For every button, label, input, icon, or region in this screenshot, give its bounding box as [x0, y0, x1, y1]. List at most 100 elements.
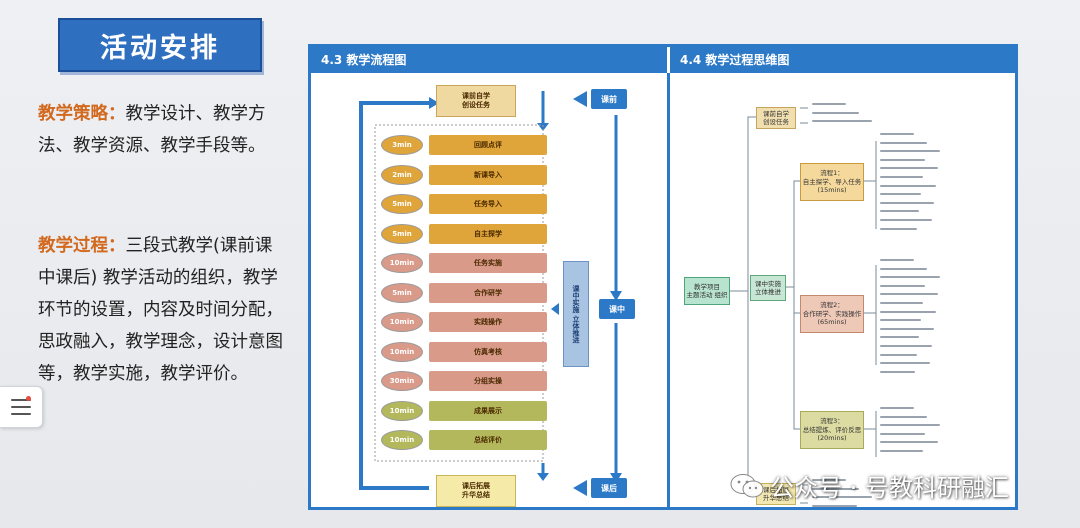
step-label: 新课导入	[429, 164, 547, 185]
mindmap-leaf	[880, 302, 923, 304]
mindmap-leaf	[880, 227, 917, 230]
step-time-badge: 5min	[381, 282, 423, 303]
teaching-strategy-block: 教学策略：教学设计、教学方法、教学资源、教学手段等。	[38, 98, 288, 162]
mindmap-leaf	[880, 450, 923, 452]
mindmap-leaf	[880, 310, 936, 313]
mindmap-leaf	[880, 176, 923, 178]
step-time-badge: 10min	[381, 312, 423, 332]
step-time-badge: 5min	[381, 194, 423, 214]
mindmap-leaf	[812, 120, 872, 123]
mindmap-leaf	[812, 479, 846, 481]
mindmap-leaf	[880, 336, 919, 339]
mindmap-leaf	[880, 319, 921, 322]
mindmap-leaf	[880, 267, 927, 270]
mindmap-leaf	[880, 432, 925, 435]
step-label: 总结评价	[429, 430, 547, 450]
mindmap-leaf	[880, 370, 915, 373]
step-label: 回顾点评	[429, 135, 547, 155]
mindmap-leaf	[880, 345, 932, 347]
mindmap-leaf	[880, 353, 917, 356]
mindmap-leaf	[812, 103, 846, 105]
mindmap-hub-node: 课中实施 立体推进	[750, 275, 786, 301]
step-time-badge: 10min	[381, 341, 423, 362]
mindmap-leaf	[880, 284, 925, 287]
watermark-text: 公众号 · 号教科研融汇	[770, 474, 1009, 502]
mindmap: 教学项目 主题活动 组织 课中实施 立体推进 课前自学 创设任务 课后拓展 升华…	[670, 73, 1018, 510]
flow-bottom-box: 课后拓展 升华总结	[436, 475, 516, 507]
mindmap-leaf	[880, 219, 932, 221]
mindmap-leaf	[880, 441, 938, 444]
flowchart: 课前自学 创设任务 课后拓展 升华总结 课前 课中 课后 课中实施 立体推进 3…	[311, 73, 667, 510]
step-label: 合作研学	[429, 282, 547, 303]
teaching-strategy-label: 教学策略：	[38, 104, 126, 124]
step-label: 任务导入	[429, 194, 547, 214]
teaching-process-label: 教学过程：	[38, 236, 126, 256]
step-time-badge: 5min	[381, 223, 423, 244]
mindmap-title: 4.4 教学过程思维图	[680, 53, 790, 67]
step-time-badge: 10min	[381, 400, 423, 421]
slide-title: 活动安排	[58, 18, 262, 72]
mindmap-leaf	[812, 111, 859, 114]
in-class-label: 课中	[599, 299, 635, 319]
mindmap-leaf	[880, 184, 936, 187]
in-class-side-label: 课中实施 立体推进	[563, 261, 589, 367]
flowchart-title: 4.3 教学流程图	[321, 53, 407, 67]
step-time-badge: 10min	[381, 253, 423, 273]
mindmap-leaf	[812, 496, 872, 499]
post-class-label: 课后	[591, 478, 627, 498]
teaching-process-text: 三段式教学(课前课中课后) 教学活动的组织，教学环节的设置，内容及时间分配，思政…	[38, 236, 283, 384]
mindmap-leaf	[880, 407, 914, 409]
mindmap-leaf	[880, 259, 914, 261]
mindmap-leaf	[880, 293, 938, 296]
notification-dot	[26, 396, 31, 401]
mindmap-leaf	[880, 415, 927, 418]
step-time-badge: 30min	[381, 371, 423, 391]
slide-title-text: 活动安排	[100, 32, 220, 64]
flow-arrows	[359, 91, 622, 496]
process-panel: 4.3 教学流程图 4.4 教学过程思维图	[308, 44, 1018, 510]
step-label: 成果展示	[429, 400, 547, 421]
step-time-badge: 10min	[381, 430, 423, 450]
flowchart-header: 4.3 教学流程图	[311, 47, 667, 73]
teaching-strategy-text: 教学设计、教学方法、教学资源、教学手段等。	[38, 104, 266, 156]
pre-class-label: 课前	[591, 89, 627, 109]
mindmap-leaf	[880, 327, 934, 330]
step-label: 任务实施	[429, 253, 547, 273]
watermark: 公众号 · 号教科研融汇	[730, 468, 1009, 503]
step-label: 仿真考核	[429, 341, 547, 362]
mindmap-leaf	[880, 158, 925, 161]
mindmap-leaf	[880, 276, 940, 279]
pre-pointer	[573, 91, 587, 107]
mindmap-leaf	[880, 133, 914, 135]
mindmap-stage3-node: 流程3： 总结提炼、评价反思 (20mins)	[800, 411, 864, 449]
mindmap-leaf	[880, 141, 927, 144]
loop-arrow-head	[429, 97, 439, 109]
wechat-icon	[730, 473, 764, 499]
mindmap-leaf	[880, 201, 934, 204]
mindmap-stage1-node: 流程1： 自主探学、导入任务 (15mins)	[800, 163, 864, 201]
mindmap-pre-node: 课前自学 创设任务	[756, 107, 796, 129]
menu-icon	[11, 399, 31, 415]
mindmap-leaf	[880, 362, 930, 365]
post-pointer	[573, 480, 587, 496]
loop-line	[359, 101, 429, 490]
panel-divider	[667, 73, 670, 510]
mindmap-post-node: 课后拓展 升华总结	[756, 483, 796, 505]
mindmap-leaf	[880, 424, 940, 427]
mindmap-header: 4.4 教学过程思维图	[670, 47, 1018, 73]
step-label: 自主探学	[429, 223, 547, 244]
teaching-process-block: 教学过程：三段式教学(课前课中课后) 教学活动的组织，教学环节的设置，内容及时间…	[38, 230, 288, 390]
mindmap-leaf	[880, 193, 921, 196]
mindmap-leaf	[880, 167, 938, 170]
mindmap-center-node: 教学项目 主题活动 组织	[684, 277, 730, 305]
step-time-badge: 2min	[381, 164, 423, 185]
mindmap-leaf	[880, 210, 919, 213]
floating-menu-button[interactable]	[0, 386, 43, 428]
step-label: 实践操作	[429, 312, 547, 332]
step-time-badge: 3min	[381, 135, 423, 155]
flow-top-box: 课前自学 创设任务	[436, 85, 516, 117]
mindmap-leaf	[812, 504, 857, 507]
mindmap-stage2-node: 流程2： 合作研学、实践操作 (65mins)	[800, 295, 864, 333]
mindmap-leaf	[880, 150, 940, 153]
